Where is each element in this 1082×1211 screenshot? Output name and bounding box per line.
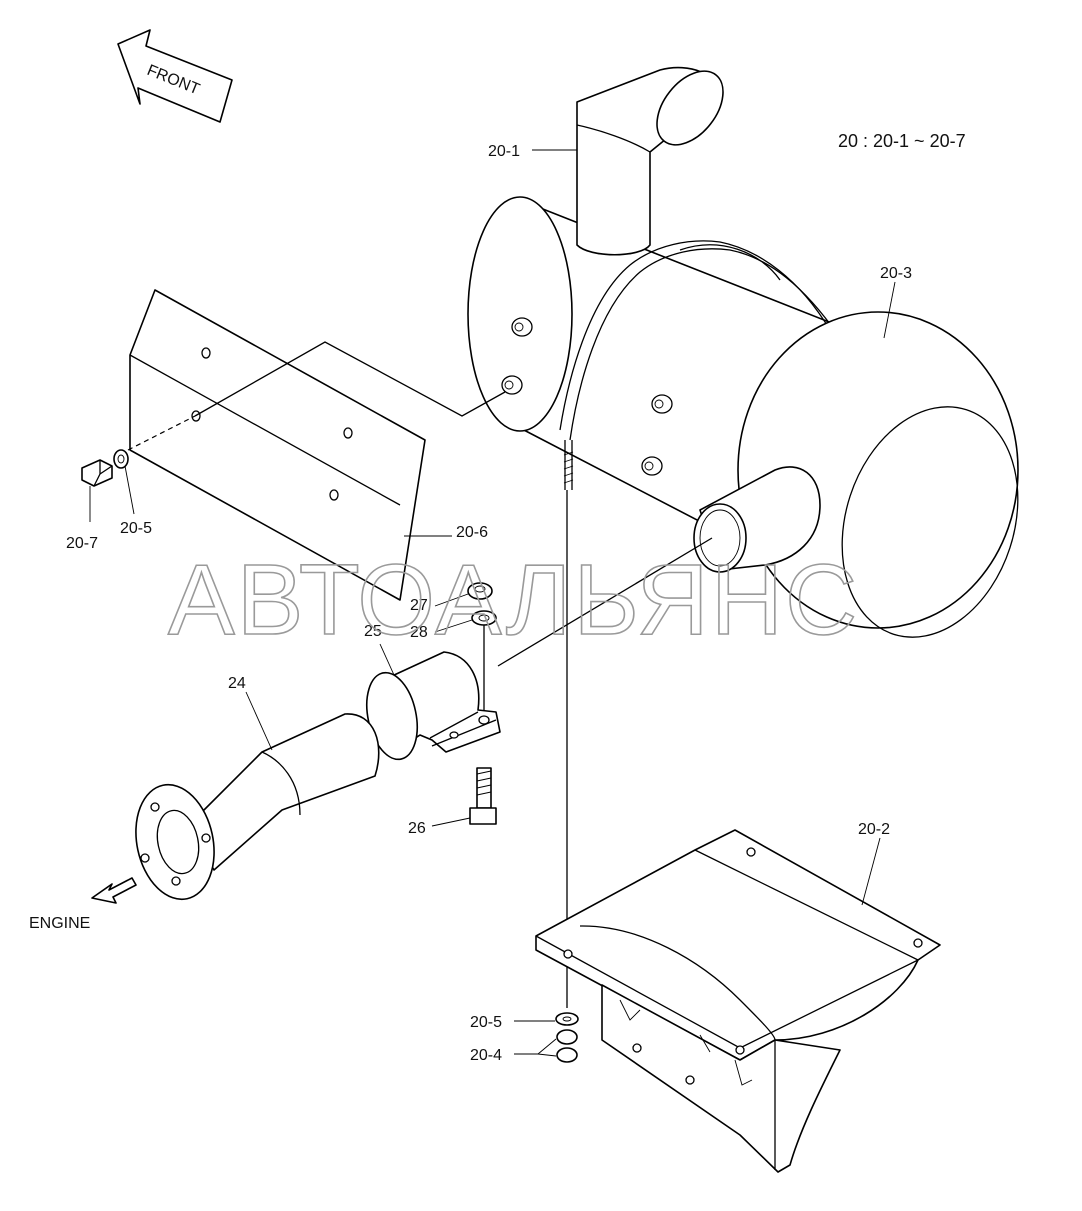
washer-20-5-left [113, 449, 129, 469]
front-arrow: FRONT [117, 29, 233, 123]
label-25: 25 [364, 623, 382, 640]
label-20-6: 20-6 [456, 524, 488, 541]
washer-20-5-bottom [555, 1012, 579, 1026]
engine-label: ENGINE [29, 915, 90, 932]
label-20-2: 20-2 [858, 821, 890, 838]
label-26: 26 [408, 820, 426, 837]
nut-27 [467, 582, 493, 600]
clamp-25 [366, 651, 501, 761]
label-20-5-bottom: 20-5 [470, 1014, 502, 1031]
assembly-note: 20 : 20-1 ~ 20-7 [838, 131, 966, 151]
label-27: 27 [410, 597, 428, 614]
watermark: АВТОАЛЬЯНС [168, 544, 859, 656]
label-28: 28 [410, 624, 428, 641]
tailpipe [576, 66, 724, 256]
label-20-3: 20-3 [880, 265, 912, 282]
bolt-20-7 [81, 459, 113, 487]
heat-shield [129, 289, 426, 601]
exhaust-pipe-24 [135, 713, 380, 901]
washer-28 [471, 610, 497, 626]
label-20-5-left: 20-5 [120, 520, 152, 537]
label-24: 24 [228, 675, 246, 692]
nuts-20-4 [556, 1029, 578, 1063]
engine-arrow [91, 877, 137, 904]
bolt-26 [469, 767, 497, 825]
label-20-4: 20-4 [470, 1047, 502, 1064]
bracket-20-2 [535, 829, 941, 1173]
muffler [467, 196, 1019, 638]
label-20-7: 20-7 [66, 535, 98, 552]
label-20-1: 20-1 [488, 143, 520, 160]
